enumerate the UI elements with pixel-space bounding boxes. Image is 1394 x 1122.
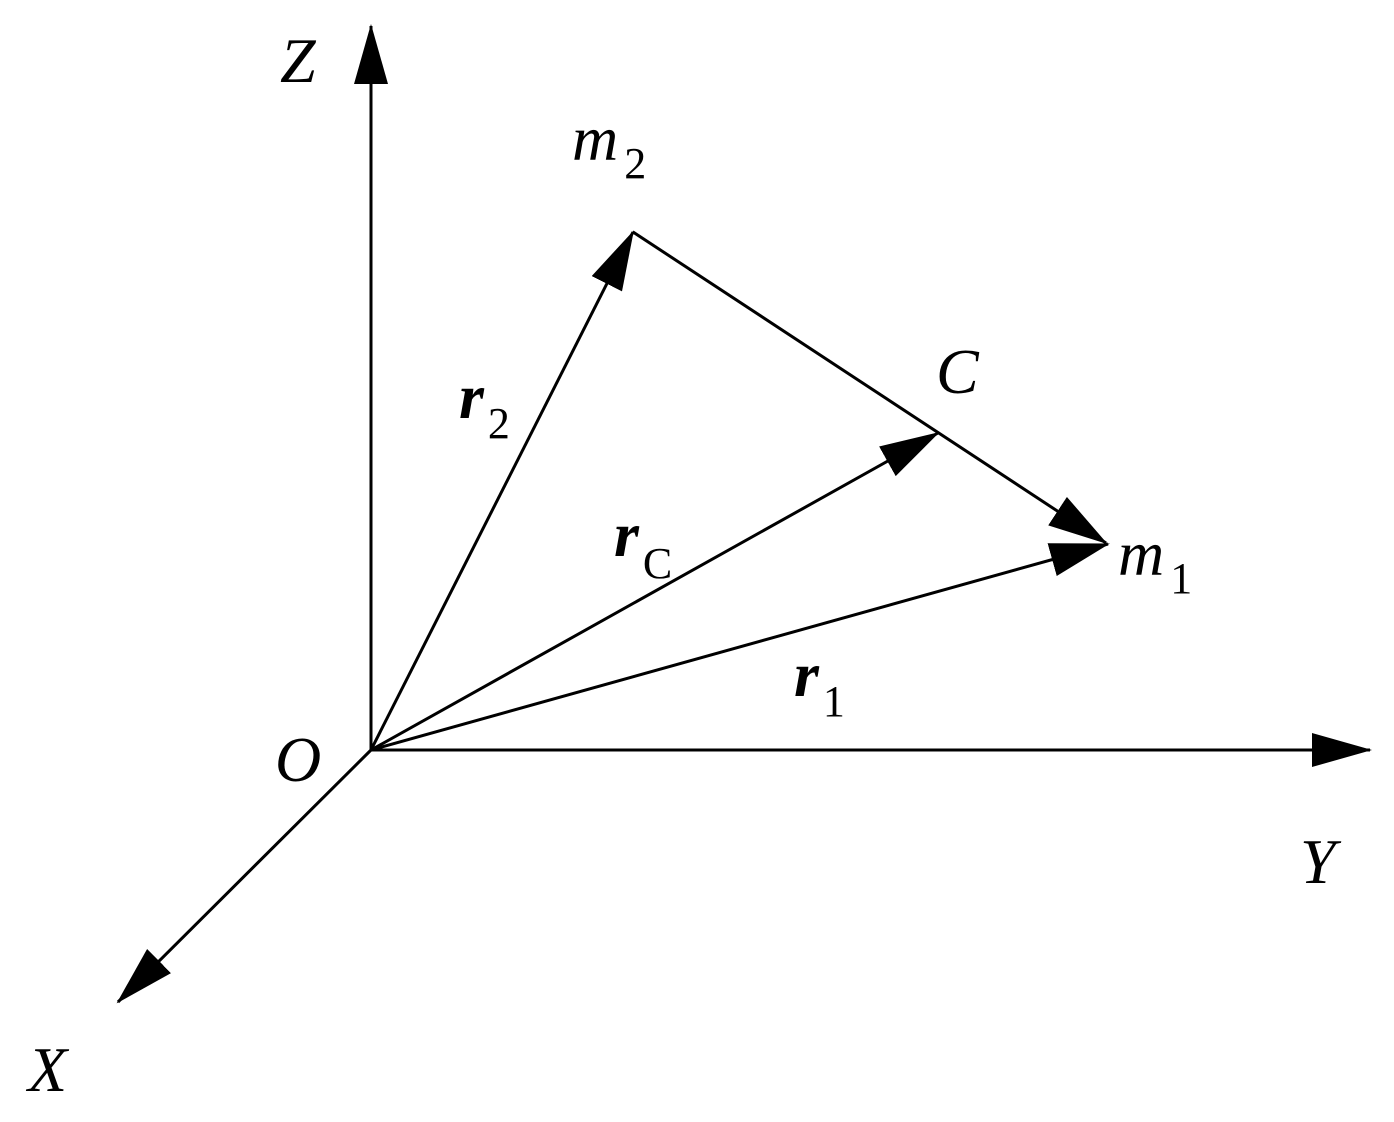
y-axis-label: Y [1300, 826, 1342, 897]
x-axis-label: X [25, 1034, 70, 1105]
r1-label-sub: 1 [823, 677, 845, 726]
origin-label: O [275, 724, 321, 795]
r2-label-sub: 2 [488, 399, 510, 448]
vector-r1 [370, 542, 1110, 752]
m2-label-sub: 2 [624, 139, 646, 188]
rc-label: rC [614, 499, 672, 588]
vector-r2 [369, 230, 635, 751]
m1-label-main: m [1118, 518, 1164, 589]
m2-label-main: m [572, 103, 618, 174]
rc-label-main: r [614, 499, 640, 570]
rc-label-sub: C [643, 539, 672, 588]
z-axis-label: Z [280, 25, 317, 96]
x-axis [116, 748, 373, 1004]
m2-to-m1-line [632, 230, 1108, 545]
vector-rc [370, 431, 940, 752]
c-label: C [936, 336, 980, 407]
r1-label: r1 [794, 639, 845, 726]
r2-label-main: r [459, 361, 485, 432]
r2-label: r2 [459, 361, 510, 448]
m1-label-sub: 1 [1170, 554, 1192, 603]
r1-label-main: r [794, 639, 820, 710]
